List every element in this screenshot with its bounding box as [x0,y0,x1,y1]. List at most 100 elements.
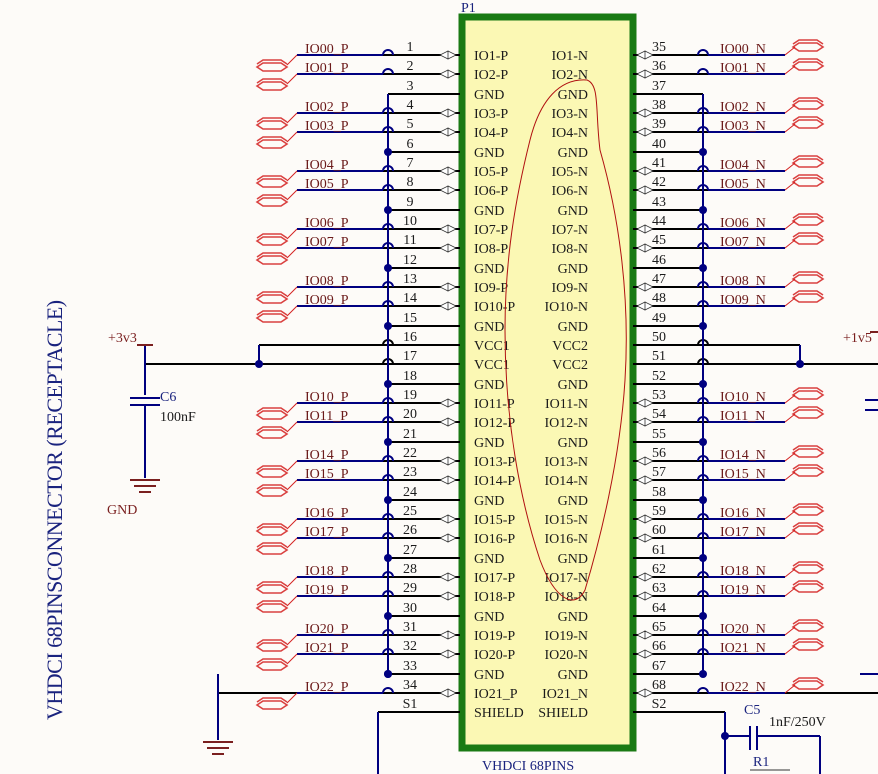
port-icon [791,638,825,651]
connector-body[interactable] [458,13,637,752]
port-link [784,645,796,655]
port-link [286,653,298,665]
port-icon [255,175,289,188]
pin-number-left: 27 [403,543,417,558]
pin-number-left: 7 [407,156,414,171]
pin-name-right: IO2-N [551,68,588,83]
pin-name-right: IO8-N [551,242,588,257]
port-link [286,460,298,472]
pin-number-right: 37 [652,79,666,94]
pin-name-right: IO18-N [544,590,588,605]
pin-number-right: 57 [652,465,666,480]
pin-number-right: 68 [652,678,666,693]
pin-name-right: SHIELD [538,706,588,721]
net-label-left: IO19_P [305,583,349,598]
pin-name-left: GND [474,436,504,451]
port-icon [255,697,289,710]
port-icon [255,542,289,555]
pin-name-left: GND [474,146,504,161]
pin-number-left: 14 [403,291,417,306]
port-icon [255,291,289,304]
pin-name-right: IO21_N [542,687,588,702]
pin-name-right: IO20-N [544,648,588,663]
pin-number-left: 13 [403,272,417,287]
pin-name-right: IO10-N [544,300,588,315]
pin-number-left: 8 [407,175,414,190]
net-label-right: IO15_N [720,467,766,482]
net-label-left: IO04_P [305,158,349,173]
net-label-right: IO22_N [720,680,766,695]
pin-number-left: 12 [403,253,417,268]
pin-number-left: 15 [403,311,417,326]
pin-name-left: IO12-P [474,416,515,431]
bidir-pin-icon [636,688,654,698]
port-icon [255,581,289,594]
net-label-left: IO17_P [305,525,349,540]
net-label-left: IO09_P [305,293,349,308]
net-label-right: IO18_N [720,564,766,579]
annotation-outline [504,79,627,601]
pin-number-right: 48 [652,291,666,306]
port-icon [791,116,825,129]
pin-number-right: 61 [652,543,666,558]
pin-number-right: 62 [652,562,666,577]
pin-name-right: GND [558,668,588,683]
net-label-right: IO11_N [720,409,765,424]
pin-name-right: IO5-N [551,165,588,180]
bidir-pin-icon [439,108,457,118]
pin-name-left: IO1-P [474,49,508,64]
pin-number-right: 41 [652,156,666,171]
ground-label: GND [107,503,137,518]
pin-number-left: 10 [403,214,417,229]
pin-name-left: IO9-P [474,281,508,296]
pin-number-left: 5 [407,117,414,132]
pin-name-left: IO20-P [474,648,515,663]
c5-value: 1nF/250V [769,715,826,730]
pin-name-right: IO3-N [551,107,588,122]
pin-name-right: IO11-N [545,397,588,412]
pin-number-left: 25 [403,504,417,519]
bidir-pin-icon [439,514,457,524]
port-link [784,452,796,462]
pin-name-left: GND [474,204,504,219]
port-link [784,684,796,694]
pin-name-left: GND [474,320,504,335]
pin-number-left: 4 [407,98,414,113]
pin-number-left: 20 [403,407,417,422]
bidir-pin-icon [636,50,654,60]
connector-footprint: VHDCI 68PINS [482,759,574,774]
pin-number-left: 2 [407,59,414,74]
pin-name-left: IO16-P [474,532,515,547]
port-link [784,239,796,249]
pin-name-right: GND [558,88,588,103]
pin-number-right: 56 [652,446,666,461]
net-label-right: IO01_N [720,61,766,76]
pin-name-left: GND [474,610,504,625]
pin-number-left: 33 [403,659,417,674]
net-label-right: IO03_N [720,119,766,134]
wire-hop [697,49,709,56]
pin-name-left: VCC1 [474,358,510,373]
port-link [286,537,298,549]
vcc2-junction [796,360,804,368]
pin-name-right: IO4-N [551,126,588,141]
net-label-right: IO21_N [720,641,766,656]
net-label-right: IO14_N [720,448,766,463]
power-label-1v5: +1v5 [843,331,872,346]
pin-name-left: IO3-P [474,107,508,122]
net-label-right: IO02_N [720,100,766,115]
port-icon [255,59,289,72]
pin-name-right: GND [558,146,588,161]
bidir-pin-icon [636,456,654,466]
pin-name-right: GND [558,552,588,567]
net-label-right: IO05_N [720,177,766,192]
pin-name-right: VCC2 [552,339,588,354]
gnd-junction-left [384,670,392,678]
bidir-pin-icon [636,282,654,292]
port-link [784,123,796,133]
port-link [286,247,298,259]
pin-number-right: 58 [652,485,666,500]
net-label-left: IO00_P [305,42,349,57]
pin-number-left: 1 [407,40,414,55]
